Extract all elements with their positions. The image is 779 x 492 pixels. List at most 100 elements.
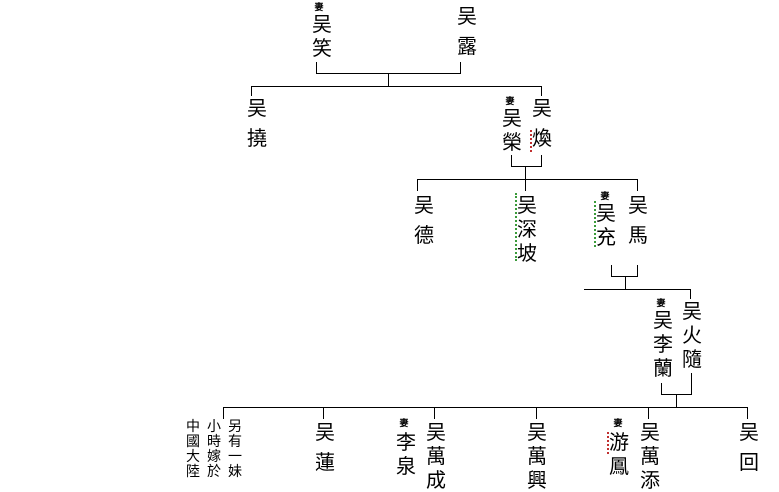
wife-tag: 妻: [600, 192, 610, 202]
name-glyph: 吴: [517, 193, 537, 217]
underline-mark: [594, 201, 596, 247]
name-glyph: 成: [426, 468, 446, 492]
connector-line: [541, 155, 542, 167]
name-glyph: 撓: [247, 126, 267, 150]
name-glyph: 吴: [414, 193, 434, 217]
name-glyph: 添: [640, 468, 660, 492]
name-glyph: 馬: [628, 223, 648, 247]
connector-line: [676, 394, 677, 407]
name-glyph: 火: [682, 323, 702, 347]
gen5-son3-name: 吴萬興: [525, 420, 549, 492]
name-glyph: 興: [527, 468, 547, 492]
name-glyph: 吴: [315, 420, 335, 444]
connector-line: [460, 62, 461, 74]
name-glyph: 吴: [502, 106, 522, 130]
wife-tag: 妻: [613, 419, 623, 429]
name-glyph: 李: [653, 332, 673, 356]
name-glyph: 大: [186, 449, 200, 465]
gen3-son3-name: 吴馬: [626, 193, 650, 253]
connector-line: [747, 407, 748, 419]
gen5-son2-name: 吴萬成: [424, 420, 448, 492]
name-glyph: 一: [228, 449, 242, 465]
name-glyph: 小: [207, 419, 221, 435]
name-glyph: 笑: [312, 36, 332, 60]
name-glyph: 德: [414, 223, 434, 247]
gen5-note-b: 小時嫁於: [206, 420, 222, 480]
name-glyph: 吴: [527, 420, 547, 444]
connector-line: [323, 407, 324, 419]
name-glyph: 充: [596, 225, 616, 249]
underline-mark: [530, 130, 532, 152]
name-glyph: 坡: [517, 241, 537, 265]
name-glyph: 露: [457, 34, 477, 58]
connector-line: [611, 265, 612, 277]
connector-line: [417, 179, 637, 180]
connector-line: [661, 383, 662, 395]
connector-line: [223, 407, 224, 419]
name-glyph: 榮: [502, 130, 522, 154]
connector-line: [691, 373, 692, 395]
name-glyph: 吴: [596, 201, 616, 225]
wife-tag: 妻: [399, 419, 409, 429]
name-glyph: 回: [739, 450, 759, 474]
underline-mark: [607, 432, 609, 454]
name-glyph: 鳳: [609, 454, 629, 478]
connector-line: [251, 86, 252, 96]
gen3-wife-name: 吴充: [594, 201, 618, 249]
name-glyph: 蘭: [653, 356, 673, 380]
name-glyph: 游: [609, 430, 629, 454]
name-glyph: 於: [207, 464, 221, 480]
gen5-note-c: 中國大陸: [185, 420, 201, 480]
name-glyph: 時: [207, 434, 221, 450]
connector-line: [541, 86, 542, 96]
name-glyph: 吴: [426, 420, 446, 444]
name-glyph: 吴: [532, 96, 552, 120]
connector-line: [511, 155, 512, 167]
name-glyph: 妹: [228, 464, 242, 480]
gen2-son1-name: 吴撓: [245, 96, 269, 156]
gen4-wife-name: 吴李蘭: [651, 308, 675, 380]
connector-line: [690, 289, 691, 299]
name-glyph: 吴: [247, 96, 267, 120]
name-glyph: 另: [228, 419, 242, 435]
connector-line: [637, 265, 638, 277]
name-glyph: 萬: [527, 444, 547, 468]
gen2-wife-name: 吴榮: [500, 106, 524, 154]
gen1-wife-name: 吴笑: [310, 12, 334, 60]
name-glyph: 深: [517, 217, 537, 241]
name-glyph: 吴: [628, 193, 648, 217]
name-glyph: 吴: [682, 299, 702, 323]
gen1-husband-name: 吴露: [455, 4, 479, 64]
name-glyph: 蓮: [315, 450, 335, 474]
gen2-son2-name: 吴煥: [530, 96, 554, 156]
name-glyph: 吴: [653, 308, 673, 332]
name-glyph: 嫁: [207, 449, 221, 465]
gen5-note-a: 另有一妹: [227, 420, 243, 480]
name-glyph: 李: [396, 430, 416, 454]
name-glyph: 煥: [532, 126, 552, 150]
underline-mark: [515, 193, 517, 261]
gen5-wife2-name: 游鳳: [607, 430, 631, 478]
name-glyph: 國: [186, 434, 200, 450]
connector-line: [525, 179, 526, 191]
gen4-husband-name: 吴火隨: [680, 299, 704, 371]
connector-line: [625, 276, 626, 289]
name-glyph: 吴: [457, 4, 477, 28]
connector-line: [525, 166, 526, 179]
name-glyph: 有: [228, 434, 242, 450]
name-glyph: 泉: [396, 454, 416, 478]
connector-line: [434, 407, 435, 419]
connector-line: [511, 166, 541, 167]
connector-line: [417, 179, 418, 191]
name-glyph: 陸: [186, 464, 200, 480]
name-glyph: 中: [186, 419, 200, 435]
wife-tag: 妻: [505, 97, 515, 107]
connector-line: [648, 407, 649, 419]
name-glyph: 隨: [682, 347, 702, 371]
connector-line: [316, 62, 317, 74]
connector-line: [223, 407, 747, 408]
name-glyph: 吴: [312, 12, 332, 36]
connector-line: [584, 289, 690, 290]
name-glyph: 吴: [640, 420, 660, 444]
